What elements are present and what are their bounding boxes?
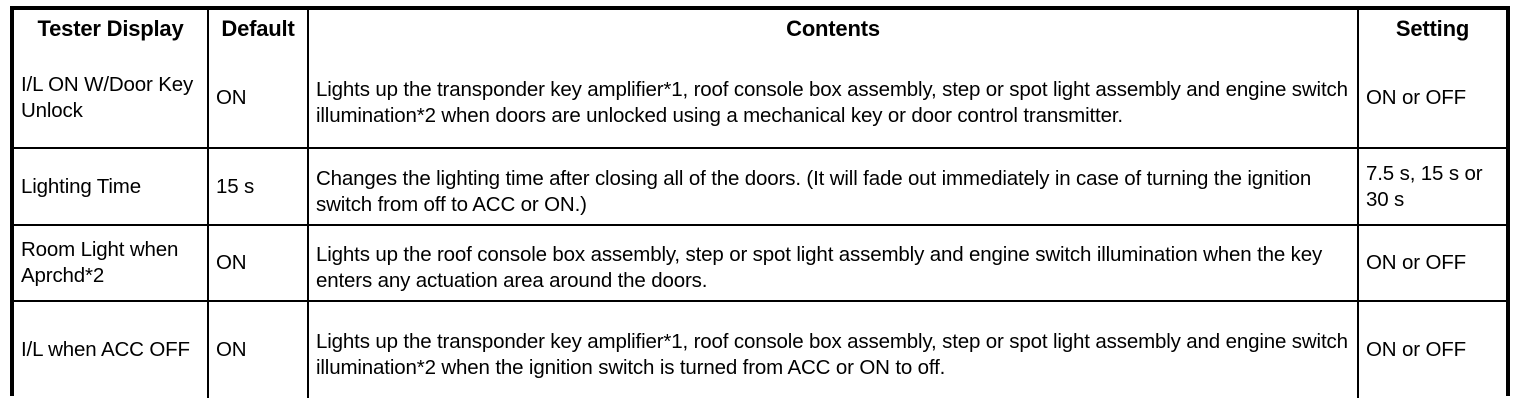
table-row: Room Light when Aprchd*2 ON Lights up th… (14, 224, 1506, 302)
cell-text: ON or OFF (1366, 251, 1467, 274)
cell-text: 15 s (216, 174, 255, 198)
cell-tester-display: I/L ON W/Door Key Unlock (14, 48, 209, 149)
cell-setting: ON or OFF (1357, 48, 1506, 149)
cell-text: Lights up the transponder key amplifier*… (316, 330, 1348, 379)
spec-table-container: Tester Display Default Contents Setting … (10, 6, 1510, 398)
cell-setting: ON or OFF (1357, 300, 1506, 398)
table-row: Lighting Time 15 s Changes the lighting … (14, 147, 1506, 226)
cell-text: 7.5 s, 15 s or 30 s (1366, 161, 1483, 211)
cell-setting: 7.5 s, 15 s or 30 s (1357, 147, 1506, 226)
column-header-contents: Contents (307, 10, 1359, 48)
column-header-tester-display: Tester Display (14, 10, 209, 48)
cell-default: ON (207, 224, 309, 302)
column-header-setting: Setting (1357, 10, 1506, 48)
table-row: I/L ON W/Door Key Unlock ON Lights up th… (14, 48, 1506, 149)
cell-contents: Changes the lighting time after closing … (307, 147, 1359, 226)
cell-tester-display: Lighting Time (14, 147, 209, 226)
cell-text: Changes the lighting time after closing … (316, 166, 1312, 216)
cell-tester-display: I/L when ACC OFF (14, 300, 209, 398)
table-body: I/L ON W/Door Key Unlock ON Lights up th… (14, 48, 1506, 398)
cell-text: I/L when ACC OFF (21, 338, 190, 361)
cell-text: Room Light when Aprchd*2 (21, 238, 179, 287)
cell-contents: Lights up the transponder key amplifier*… (307, 300, 1359, 398)
cell-text: Lighting Time (21, 174, 141, 198)
tester-display-spec-table: Tester Display Default Contents Setting … (14, 10, 1506, 398)
cell-text: ON (216, 85, 247, 109)
cell-setting: ON or OFF (1357, 224, 1506, 302)
cell-text: Lights up the roof console box assembly,… (316, 243, 1323, 292)
cell-default: 15 s (207, 147, 309, 226)
cell-text: ON or OFF (1366, 338, 1467, 361)
cell-tester-display: Room Light when Aprchd*2 (14, 224, 209, 302)
cell-text: ON or OFF (1366, 85, 1467, 109)
table-header: Tester Display Default Contents Setting (14, 10, 1506, 48)
cell-default: ON (207, 48, 309, 149)
cell-contents: Lights up the transponder key amplifier*… (307, 48, 1359, 149)
table-row: I/L when ACC OFF ON Lights up the transp… (14, 300, 1506, 398)
cell-default: ON (207, 300, 309, 398)
cell-contents: Lights up the roof console box assembly,… (307, 224, 1359, 302)
cell-text: ON (216, 338, 247, 361)
cell-text: ON (216, 251, 247, 274)
cell-text: Lights up the transponder key amplifier*… (316, 77, 1348, 127)
table-header-row: Tester Display Default Contents Setting (14, 10, 1506, 48)
cell-text: I/L ON W/Door Key Unlock (21, 72, 194, 122)
column-header-default: Default (207, 10, 309, 48)
